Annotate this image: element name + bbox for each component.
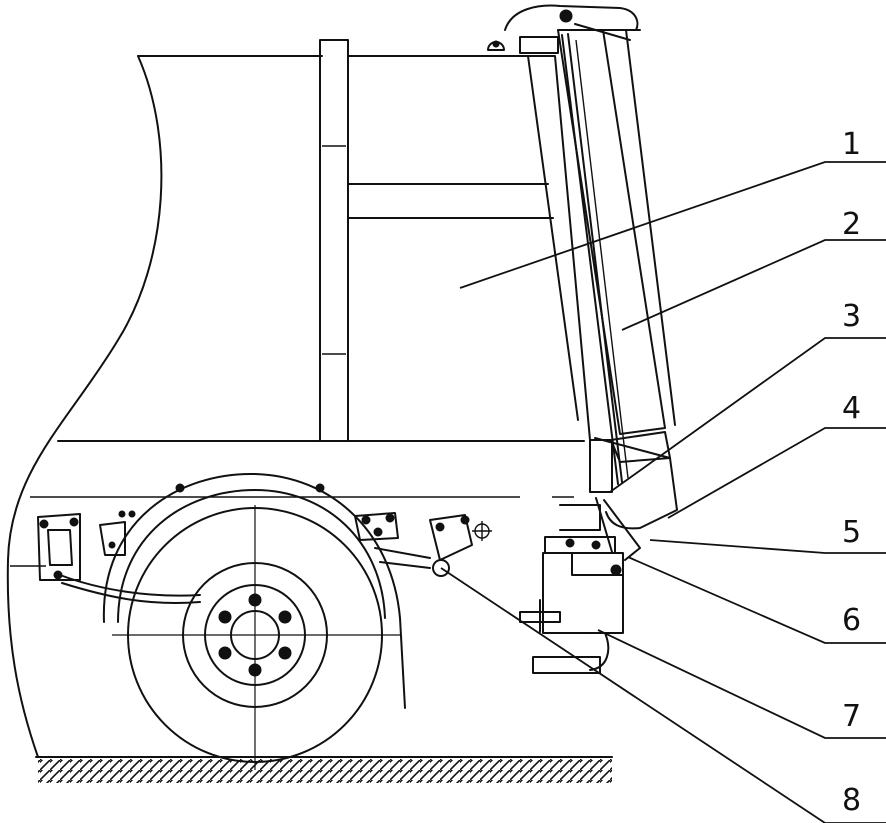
- spring-bracket: [37, 510, 201, 605]
- callout-1: 1: [842, 127, 861, 162]
- callout-6: 6: [842, 603, 861, 638]
- ground: [35, 756, 613, 783]
- callout-5: 5: [842, 515, 861, 550]
- rear-bracket: [354, 512, 492, 577]
- callout-4: 4: [842, 391, 861, 426]
- fender: [102, 472, 406, 709]
- callout-2: 2: [842, 207, 861, 242]
- callout-8: 8: [842, 783, 861, 818]
- lower-mechanism: [519, 497, 641, 674]
- callout-3: 3: [842, 299, 861, 334]
- callout-7: 7: [842, 699, 861, 734]
- lift-cylinder: [557, 23, 678, 530]
- callout-labels: 1 2 3 4 5 6 7 8: [842, 127, 861, 818]
- leader-lines: [440, 161, 886, 823]
- rear-wheel: [112, 505, 400, 770]
- tailgate: [487, 4, 639, 441]
- body-post: [319, 39, 554, 442]
- vehicle-body: [6, 55, 585, 758]
